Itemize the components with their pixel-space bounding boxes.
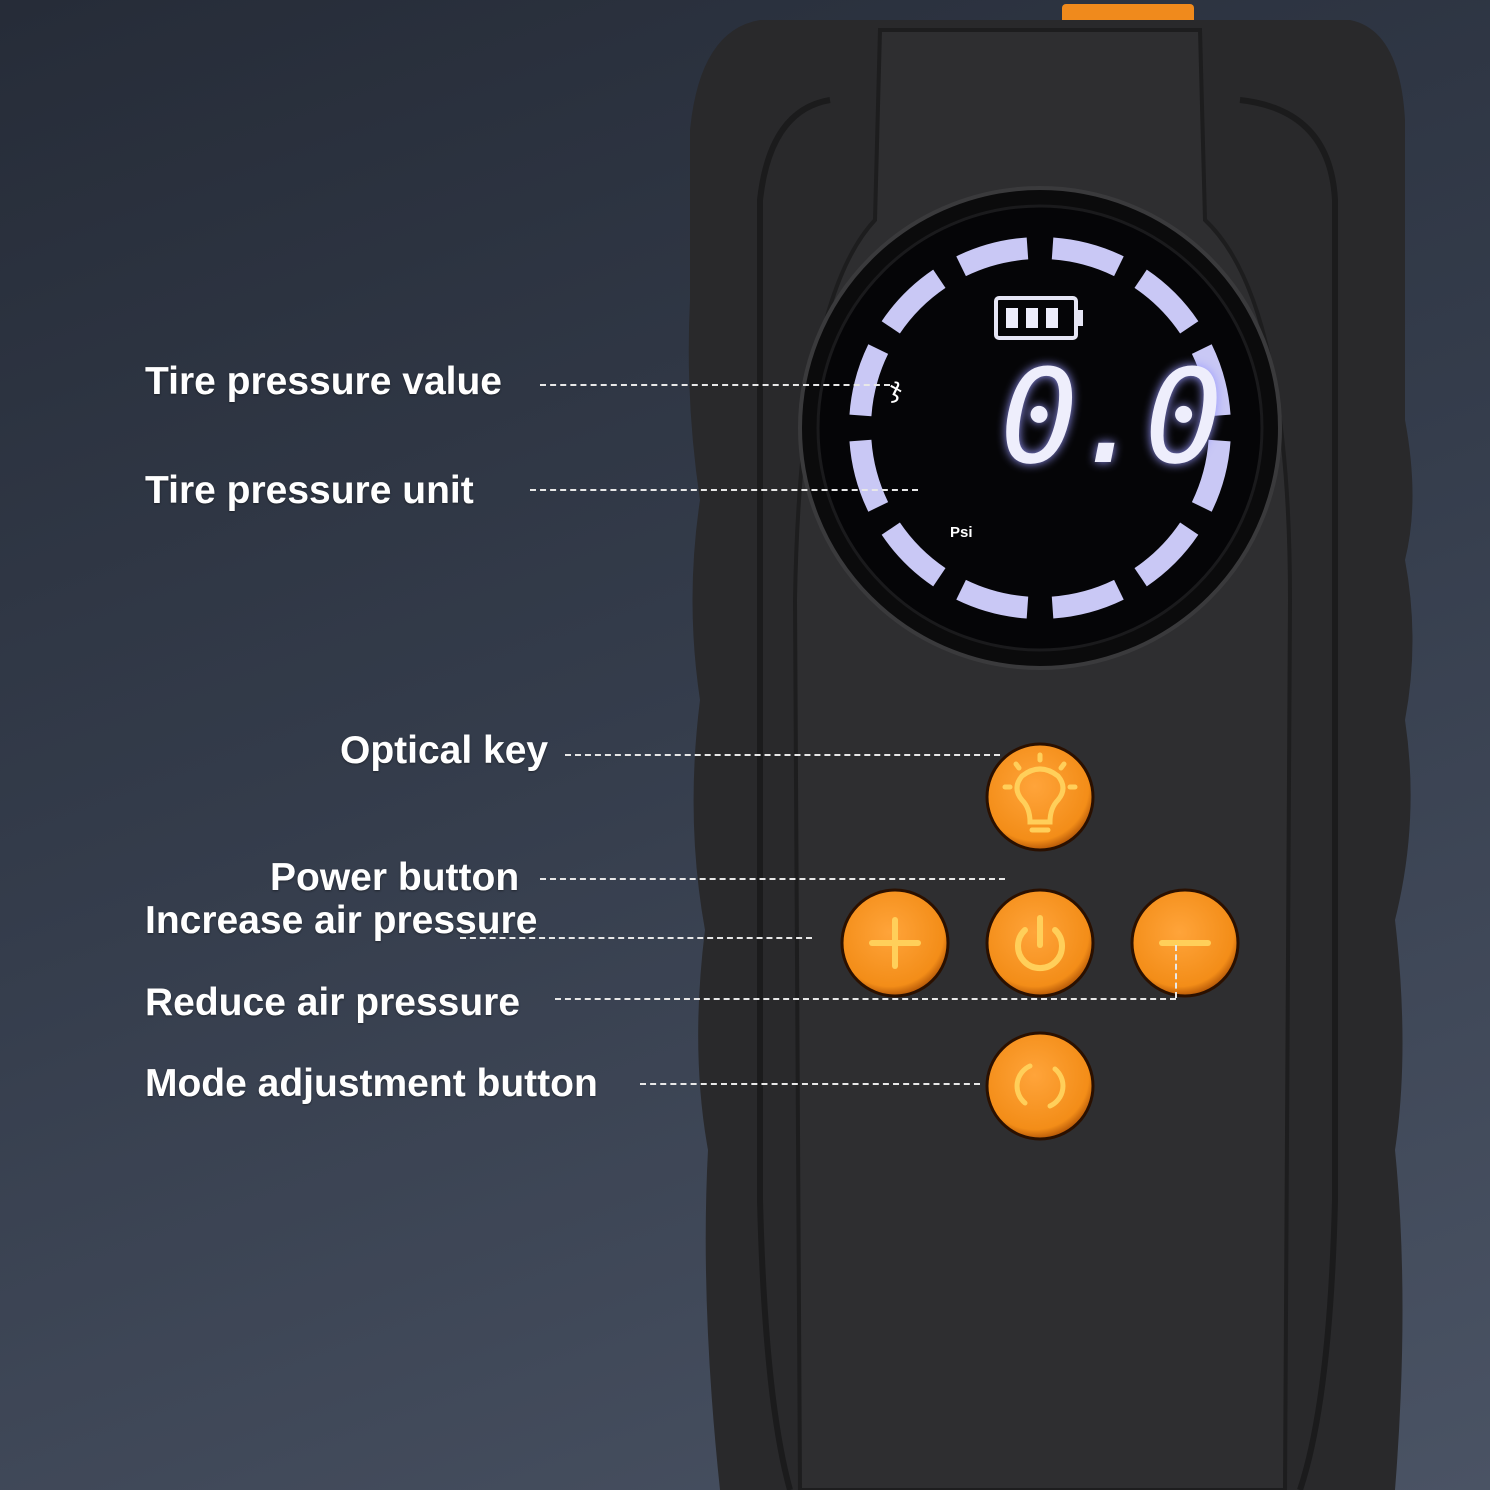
body-groove-left <box>757 97 831 1490</box>
battery-bar <box>1026 308 1038 328</box>
ring-segment <box>1191 439 1231 512</box>
plus-icon <box>869 917 921 969</box>
ring-segment <box>1134 522 1199 587</box>
ring-segment <box>1134 269 1199 334</box>
reduce-pressure-button[interactable] <box>1130 888 1240 998</box>
body-groove-right <box>1239 97 1338 1490</box>
label-power-button: Power button <box>270 856 520 899</box>
bicycle-icon: ჯ <box>890 374 902 404</box>
pressure-unit: Psi <box>950 524 973 541</box>
cycle-icon <box>1014 1063 1066 1109</box>
leader-line <box>540 878 1005 880</box>
leader-line <box>640 1083 980 1085</box>
pressure-value-readout: 0.0 <box>1000 341 1223 493</box>
pressure-ring <box>849 237 1231 619</box>
ring-segment <box>956 579 1029 619</box>
leader-line <box>540 384 890 386</box>
battery-bar <box>1046 308 1058 328</box>
label-tire-pressure-unit: Tire pressure unit <box>145 469 474 512</box>
ring-segment <box>849 344 889 417</box>
ring-segment <box>1051 237 1124 277</box>
leader-line <box>460 937 812 939</box>
label-mode-adjustment-button: Mode adjustment button <box>145 1062 598 1105</box>
ring-segment <box>1191 344 1231 417</box>
mode-adjustment-button[interactable] <box>985 1031 1095 1141</box>
leader-line <box>1175 945 1177 998</box>
battery-bar <box>1006 308 1018 328</box>
ring-segment <box>881 269 946 334</box>
display-screen <box>816 204 1264 652</box>
lightbulb-icon <box>1002 752 1078 833</box>
ring-segment <box>881 522 946 587</box>
label-reduce-air-pressure: Reduce air pressure <box>145 981 521 1024</box>
ring-segment <box>1051 579 1124 619</box>
power-icon <box>1015 915 1065 972</box>
battery-icon <box>994 296 1083 340</box>
optical-key-button[interactable] <box>985 742 1095 852</box>
ring-segment <box>956 237 1029 277</box>
label-optical-key: Optical key <box>340 729 549 772</box>
ring-segment <box>849 439 889 512</box>
leader-line <box>565 754 1000 756</box>
leader-line <box>530 489 918 491</box>
label-increase-air-pressure: Increase air pressure <box>145 899 538 942</box>
increase-pressure-button[interactable] <box>840 888 950 998</box>
power-button[interactable] <box>985 888 1095 998</box>
label-tire-pressure-value: Tire pressure value <box>145 360 502 403</box>
leader-line <box>555 998 1176 1000</box>
